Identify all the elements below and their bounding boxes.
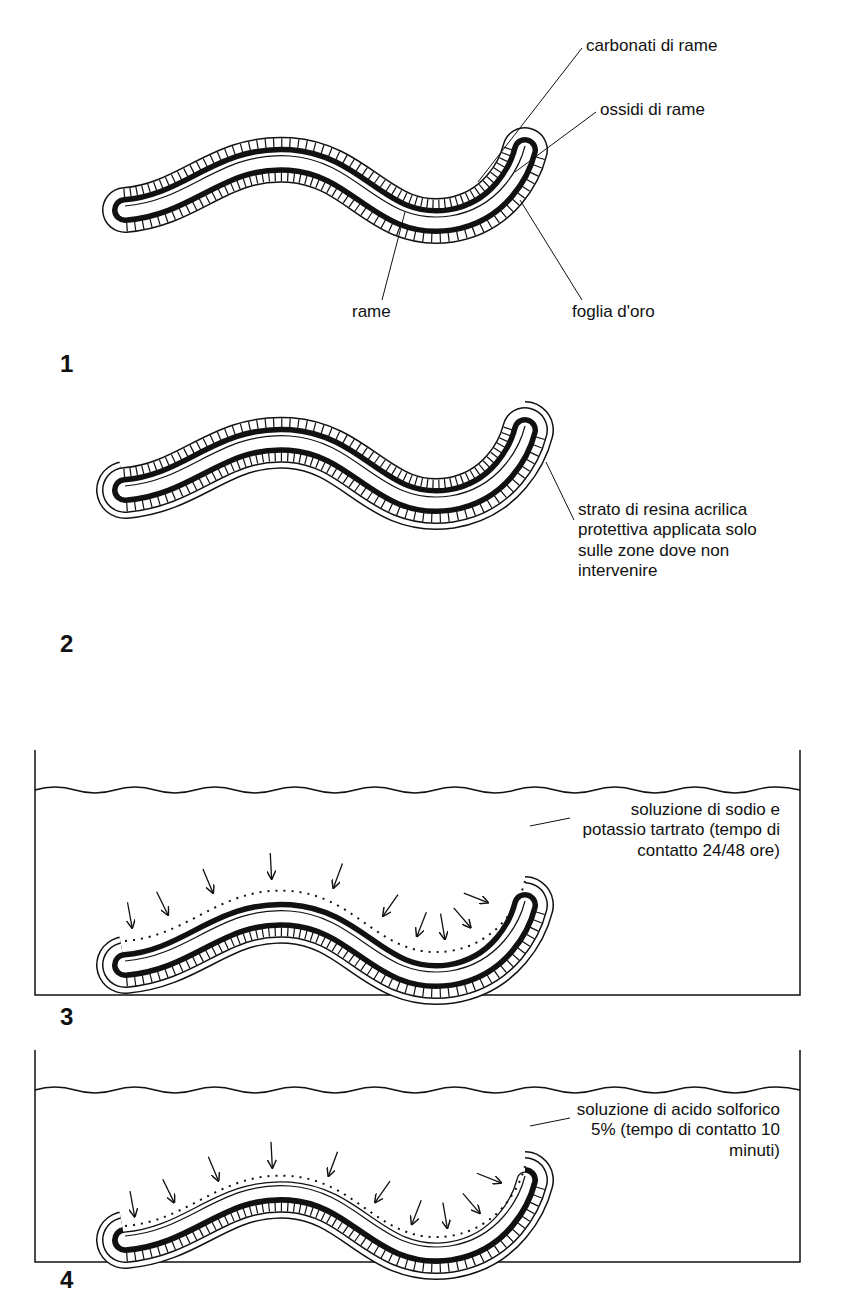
flow-arrow [464,893,488,903]
flow-arrow [454,908,471,928]
flow-arrow [417,912,427,936]
leader-lines [382,48,596,1126]
flow-arrow [463,1193,480,1213]
layer-label: ossidi di rame [600,100,705,120]
flow-arrow [208,1157,218,1181]
flow-arrow [128,902,133,928]
flow-arrow [441,914,445,940]
flow-arrow [163,1179,174,1202]
figure-number: 1 [60,350,73,379]
flow-arrow [328,1152,337,1176]
flow-arrow [383,895,398,916]
tank [35,750,800,995]
flow-arrows [128,853,501,1228]
flow-arrow [130,1191,135,1217]
layer-label: rame [352,302,391,322]
figure-number: 4 [60,1266,73,1295]
flow-arrow [157,892,168,915]
solution-label: soluzione di sodio e potassio tartrato (… [575,800,780,861]
flow-arrow [203,869,213,893]
flow-arrow [477,1173,501,1183]
note-label: strato di resina acrilica protettiva app… [578,500,758,582]
figure-number: 3 [60,1003,73,1032]
flow-arrow [271,1142,272,1168]
flow-arrow [270,853,271,879]
layer-label: foglia d'oro [572,302,655,322]
tank [35,1050,800,1262]
object-section [125,881,525,976]
flow-arrow [443,1203,447,1229]
object-section [125,1166,525,1251]
layer-label: carbonati di rame [586,36,717,56]
object-section [125,146,525,221]
flow-arrow [375,1181,390,1202]
object-section [125,426,525,501]
figure-number: 2 [60,630,73,659]
flow-arrow [333,864,342,888]
solution-label: soluzione di acido solforico 5% (tempo d… [575,1100,780,1161]
flow-arrow [412,1200,422,1224]
